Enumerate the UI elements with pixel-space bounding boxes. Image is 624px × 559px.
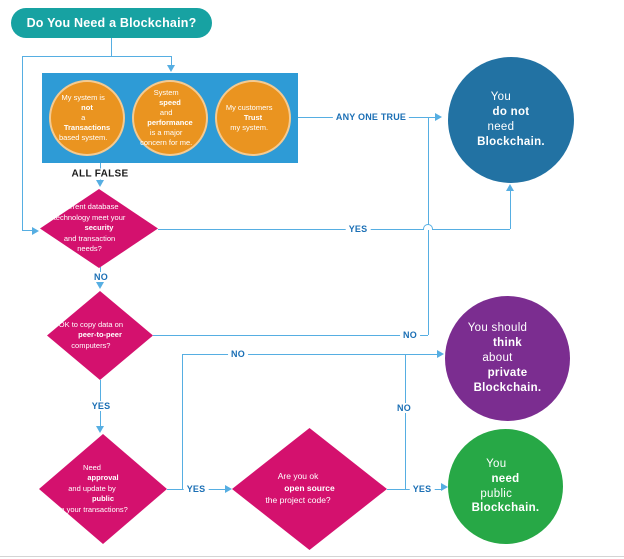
arrow-d2-yes-icon: [96, 426, 104, 433]
connector-into-private: [182, 354, 437, 355]
outcome-text: You need public Blockchain.: [471, 457, 540, 515]
line-hop: [423, 224, 433, 230]
condition-text: My system is not a Transactions based sy…: [59, 92, 111, 143]
edge-label-d3-no: NO: [228, 349, 248, 359]
connector-title-down: [111, 38, 112, 56]
arrow-into-conditions-icon: [167, 65, 175, 72]
decision-text: Are you ok open source the project code?: [265, 471, 335, 505]
outcome-text: You do not need Blockchain.: [477, 91, 545, 148]
edge-label-d4-no: NO: [394, 403, 414, 413]
edge-label-all-false: ALL FALSE: [68, 168, 132, 180]
connector-into-conditions: [171, 56, 172, 66]
edge-label-d2-yes: YES: [88, 401, 114, 411]
arrow-all-false-icon: [96, 180, 104, 187]
condition-bubble-performance: System speed and performance is a major …: [132, 80, 208, 156]
flowchart-title: Do You Need a Blockchain?: [11, 8, 212, 38]
condition-text: System speed and performance is a major …: [140, 87, 193, 148]
connector-d1-yes-right: [433, 229, 510, 230]
arrow-into-public-icon: [441, 483, 448, 491]
connector-d2-no: [153, 335, 428, 336]
arrow-into-no-blockchain-icon: [435, 113, 442, 121]
arrow-into-private-icon: [437, 350, 444, 358]
arrow-d1-yes-icon: [506, 184, 514, 191]
decision-peer-to-peer: OK to copy data on peer-to-peer computer…: [47, 291, 153, 380]
outcome-text: You should think about private Blockchai…: [467, 322, 542, 394]
edge-label-d4-yes: YES: [409, 484, 435, 494]
page-bottom-rule: [0, 556, 624, 557]
condition-bubble-transactions: My system is not a Transactions based sy…: [49, 80, 125, 156]
edge-label-d1-yes: YES: [345, 224, 371, 234]
connector-d4-no-up: [405, 354, 406, 489]
connector-d1-yes-left: [158, 229, 423, 230]
condition-text: My customers Trust my system.: [225, 102, 273, 133]
outcome-no-blockchain: You do not need Blockchain.: [448, 57, 574, 183]
decision-text: Need approval and update by public on yo…: [56, 462, 128, 514]
arrow-d1-no-icon: [96, 282, 104, 289]
decision-approval: Need approval and update by public on yo…: [39, 434, 167, 544]
connector-into-decision1: [22, 230, 32, 231]
edge-label-d1-no: NO: [91, 272, 111, 282]
arrow-into-decision1-icon: [32, 227, 39, 235]
edge-label-d2-no: NO: [400, 330, 420, 340]
decision-database: Current database technology meet your se…: [40, 189, 158, 268]
outcome-private-blockchain: You should think about private Blockchai…: [445, 296, 570, 421]
connector-title-split: [22, 56, 171, 57]
connector-left-bypass: [22, 56, 23, 231]
edge-label-any-one-true: ANY ONE TRUE: [332, 112, 410, 122]
decision-text: OK to copy data on peer-to-peer computer…: [58, 319, 123, 350]
conditions-panel: My system is not a Transactions based sy…: [42, 73, 298, 163]
connector-d3-no-up: [182, 354, 183, 489]
edge-label-d3-yes: YES: [183, 484, 209, 494]
connector-d1-yes-up: [510, 190, 511, 229]
decision-text: Current database technology meet your se…: [53, 202, 126, 254]
decision-open-source: Are you ok open source the project code?: [232, 428, 387, 550]
outcome-public-blockchain: You need public Blockchain.: [448, 429, 563, 544]
arrow-into-decision4-icon: [225, 485, 232, 493]
condition-bubble-trust: My customers Trust my system.: [215, 80, 291, 156]
